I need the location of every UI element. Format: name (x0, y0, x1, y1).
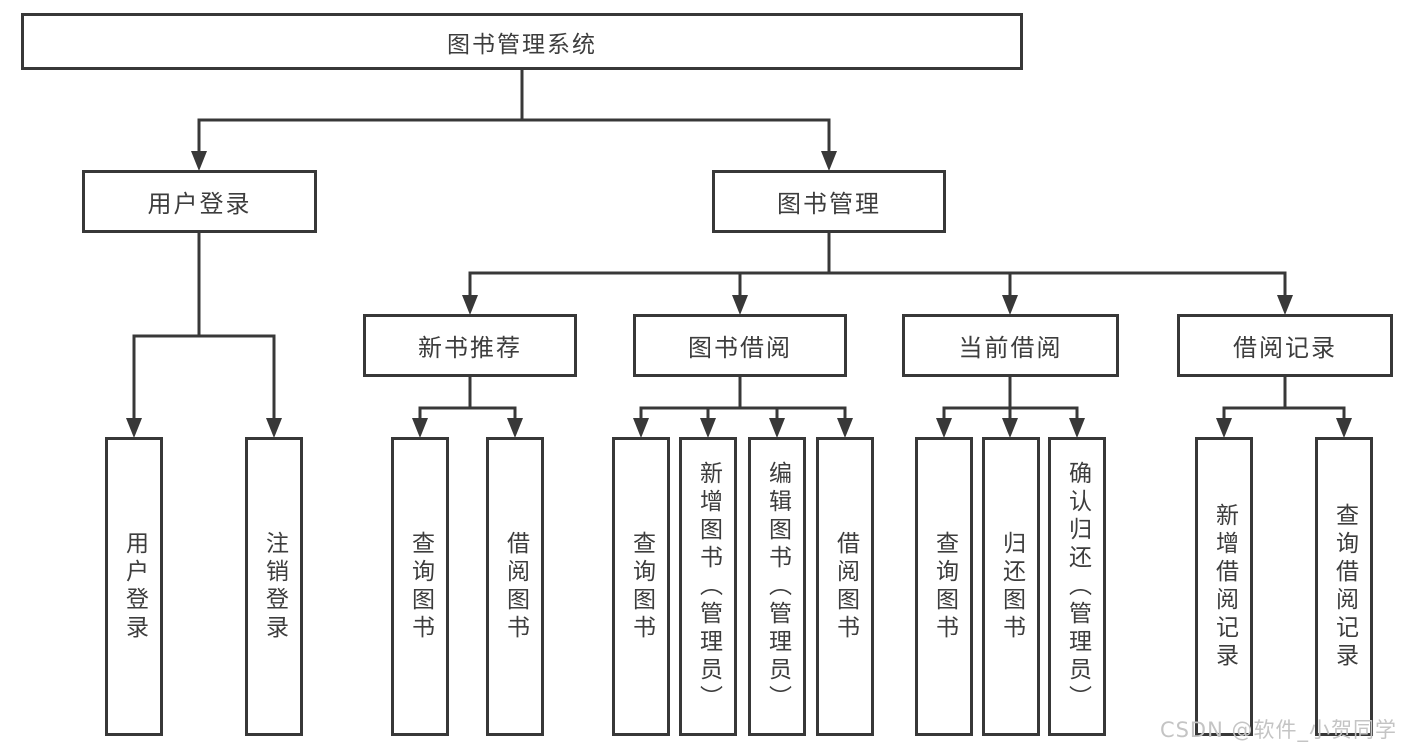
leaf-add-borrow-record-label: 新增借阅记录 (1211, 502, 1238, 671)
leaf-query-books-recommend: 查询图书 (391, 437, 449, 736)
leaf-borrow-books: 借阅图书 (816, 437, 874, 736)
arrowhead (837, 418, 853, 438)
node-borrowing-records-label: 借阅记录 (1233, 334, 1337, 362)
leaf-query-borrow-record-label: 查询借阅记录 (1331, 502, 1358, 671)
node-book-management: 图书管理 (712, 170, 946, 233)
connector-current-borrow (942, 375, 1079, 421)
arrowhead (1069, 418, 1085, 438)
leaf-add-books-admin-label: 新增图书（管理员） (695, 460, 722, 713)
arrowhead (412, 418, 428, 438)
leaf-query-books-recommend-label: 查询图书 (407, 530, 434, 643)
arrowhead (126, 418, 142, 438)
leaf-borrow-books-recommend-label: 借阅图书 (502, 530, 529, 643)
arrowhead (1336, 418, 1352, 438)
connector-new-book (418, 375, 517, 421)
leaf-confirm-return-admin: 确认归还（管理员） (1048, 437, 1106, 736)
leaf-query-borrow-record: 查询借阅记录 (1315, 437, 1373, 736)
node-new-book-recommend: 新书推荐 (363, 314, 577, 377)
leaf-return-books-label: 归还图书 (998, 530, 1025, 643)
node-new-book-recommend-label: 新书推荐 (418, 334, 522, 362)
arrowhead (507, 418, 523, 438)
leaf-add-books-admin: 新增图书（管理员） (679, 437, 737, 736)
node-user-login: 用户登录 (82, 170, 317, 233)
arrowhead (633, 418, 649, 438)
node-library-system: 图书管理系统 (21, 13, 1023, 70)
leaf-query-books-borrow: 查询图书 (612, 437, 670, 736)
leaf-edit-books-admin-label: 编辑图书（管理员） (764, 460, 791, 713)
arrowhead (1216, 418, 1232, 438)
arrowhead (1277, 295, 1293, 315)
leaf-add-borrow-record: 新增借阅记录 (1195, 437, 1253, 736)
arrowhead (821, 151, 837, 171)
leaf-return-books: 归还图书 (982, 437, 1040, 736)
node-book-management-label: 图书管理 (777, 190, 881, 218)
arrowhead (462, 295, 478, 315)
node-book-borrowing: 图书借阅 (633, 314, 847, 377)
connector-book-mgmt (468, 231, 1287, 298)
arrowhead (732, 295, 748, 315)
connector-root (197, 67, 831, 154)
leaf-query-books-borrow-label: 查询图书 (628, 530, 655, 643)
node-user-login-label: 用户登录 (147, 190, 252, 218)
csdn-watermark: CSDN @软件_小贺同学 (1159, 718, 1397, 742)
connector-borrow-records (1222, 375, 1346, 421)
node-library-system-label: 图书管理系统 (447, 31, 597, 58)
connector-book-borrow (639, 375, 847, 421)
connector-user-login (132, 231, 276, 421)
leaf-edit-books-admin: 编辑图书（管理员） (748, 437, 806, 736)
leaf-borrow-books-label: 借阅图书 (832, 530, 859, 643)
arrowhead (769, 418, 785, 438)
arrowhead (1002, 418, 1018, 438)
arrowhead (266, 418, 282, 438)
arrowhead (1002, 295, 1018, 315)
leaf-user-login: 用户登录 (105, 437, 163, 736)
node-book-borrowing-label: 图书借阅 (688, 334, 792, 362)
leaf-logout: 注销登录 (245, 437, 303, 736)
leaf-borrow-books-recommend: 借阅图书 (486, 437, 544, 736)
leaf-logout-label: 注销登录 (261, 530, 288, 643)
arrowhead (191, 151, 207, 171)
arrowhead (700, 418, 716, 438)
node-current-borrowing: 当前借阅 (902, 314, 1119, 377)
node-current-borrowing-label: 当前借阅 (958, 334, 1063, 362)
leaf-query-books-current-label: 查询图书 (931, 530, 958, 643)
leaf-query-books-current: 查询图书 (915, 437, 973, 736)
node-borrowing-records: 借阅记录 (1177, 314, 1393, 377)
arrowhead (936, 418, 952, 438)
leaf-user-login-label: 用户登录 (121, 530, 148, 643)
leaf-confirm-return-admin-label: 确认归还（管理员） (1064, 460, 1091, 713)
